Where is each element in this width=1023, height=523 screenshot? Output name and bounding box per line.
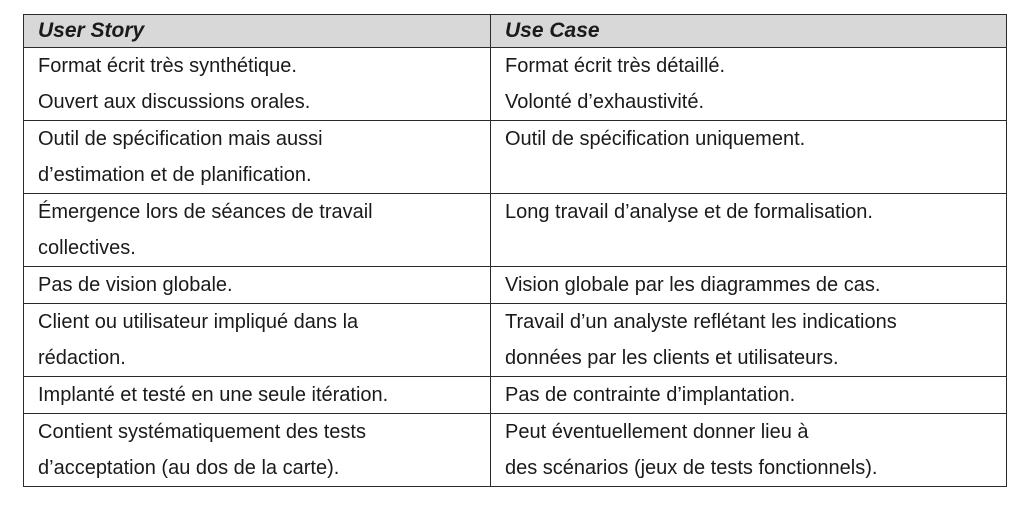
use-case-cell: Vision globale par les diagrammes de cas… xyxy=(490,266,1007,304)
cell-line: Pas de vision globale. xyxy=(38,274,233,296)
user-story-cell: Implanté et testé en une seule itération… xyxy=(23,376,491,414)
use-case-cell: Pas de contrainte d’implantation. xyxy=(490,376,1007,414)
cell-line: Format écrit très détaillé. xyxy=(505,55,726,77)
cell-line: Volonté d’exhaustivité. xyxy=(505,91,705,113)
cell-line: Ouvert aux discussions orales. xyxy=(38,91,311,113)
cell-line: Travail d’un analyste reflétant les indi… xyxy=(505,311,897,333)
table-row: Émergence lors de séances de travail col… xyxy=(23,193,1007,267)
cell-line: des scénarios (jeux de tests fonctionnel… xyxy=(505,457,878,479)
use-case-cell: Long travail d’analyse et de formalisati… xyxy=(490,193,1007,267)
table-row: Client ou utilisateur impliqué dans la r… xyxy=(23,303,1007,377)
cell-line: données par les clients et utilisateurs. xyxy=(505,347,839,369)
comparison-table: User Story Use Case Format écrit très sy… xyxy=(23,14,1007,487)
cell-line: collectives. xyxy=(38,237,136,259)
cell-line: Long travail d’analyse et de formalisati… xyxy=(505,201,873,223)
table-row: Implanté et testé en une seule itération… xyxy=(23,376,1007,414)
cell-line: d’acceptation (au dos de la carte). xyxy=(38,457,340,479)
cell-line: Format écrit très synthétique. xyxy=(38,55,297,77)
user-story-cell: Émergence lors de séances de travail col… xyxy=(23,193,491,267)
user-story-cell: Pas de vision globale. xyxy=(23,266,491,304)
cell-line: Client ou utilisateur impliqué dans la xyxy=(38,311,359,333)
header-use-case: Use Case xyxy=(490,14,1007,48)
cell-line: rédaction. xyxy=(38,347,126,369)
use-case-cell: Travail d’un analyste reflétant les indi… xyxy=(490,303,1007,377)
cell-line: Émergence lors de séances de travail xyxy=(38,201,373,223)
user-story-cell: Contient systématiquement des tests d’ac… xyxy=(23,413,491,487)
user-story-cell: Client ou utilisateur impliqué dans la r… xyxy=(23,303,491,377)
comparison-table-container: User Story Use Case Format écrit très sy… xyxy=(23,14,1007,487)
cell-line: Contient systématiquement des tests xyxy=(38,421,366,443)
cell-line: Outil de spécification mais aussi xyxy=(38,128,323,150)
cell-line: Outil de spécification uniquement. xyxy=(505,128,806,150)
cell-line: Vision globale par les diagrammes de cas… xyxy=(505,274,881,296)
table-row: Format écrit très synthétique. Ouvert au… xyxy=(23,47,1007,121)
use-case-cell: Peut éventuellement donner lieu à des sc… xyxy=(490,413,1007,487)
cell-line: d’estimation et de planification. xyxy=(38,164,312,186)
cell-line: Implanté et testé en une seule itération… xyxy=(38,384,389,406)
table-header-row: User Story Use Case xyxy=(23,14,1007,48)
table-row: Pas de vision globale. Vision globale pa… xyxy=(23,266,1007,304)
cell-line: Pas de contrainte d’implantation. xyxy=(505,384,796,406)
cell-line: Peut éventuellement donner lieu à xyxy=(505,421,809,443)
use-case-cell: Outil de spécification uniquement. xyxy=(490,120,1007,194)
user-story-cell: Format écrit très synthétique. Ouvert au… xyxy=(23,47,491,121)
header-user-story: User Story xyxy=(23,14,491,48)
use-case-cell: Format écrit très détaillé. Volonté d’ex… xyxy=(490,47,1007,121)
user-story-cell: Outil de spécification mais aussi d’esti… xyxy=(23,120,491,194)
table-row: Outil de spécification mais aussi d’esti… xyxy=(23,120,1007,194)
table-row: Contient systématiquement des tests d’ac… xyxy=(23,413,1007,487)
